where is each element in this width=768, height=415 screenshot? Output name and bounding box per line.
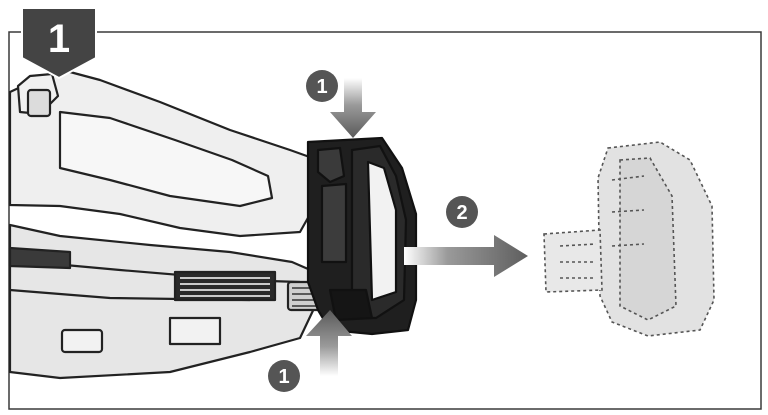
marker-pull-out-label: 2 — [456, 202, 467, 224]
removed-battery-outline — [543, 141, 715, 337]
marker-press-bottom: 1 — [268, 360, 300, 392]
press-down-arrow — [330, 78, 376, 138]
pull-out-arrow — [404, 235, 528, 277]
step-number: 1 — [48, 17, 70, 61]
marker-press-bottom-label: 1 — [278, 366, 289, 388]
step-badge: 1 — [21, 7, 97, 80]
marker-press-top-label: 1 — [316, 76, 327, 98]
marker-pull-out: 2 — [446, 196, 478, 228]
marker-press-top: 1 — [306, 70, 338, 102]
tool-body — [8, 70, 322, 380]
battery-pack — [306, 136, 418, 336]
frame-border — [8, 31, 762, 410]
press-up-arrow — [306, 310, 352, 376]
vent-slats — [180, 277, 270, 297]
